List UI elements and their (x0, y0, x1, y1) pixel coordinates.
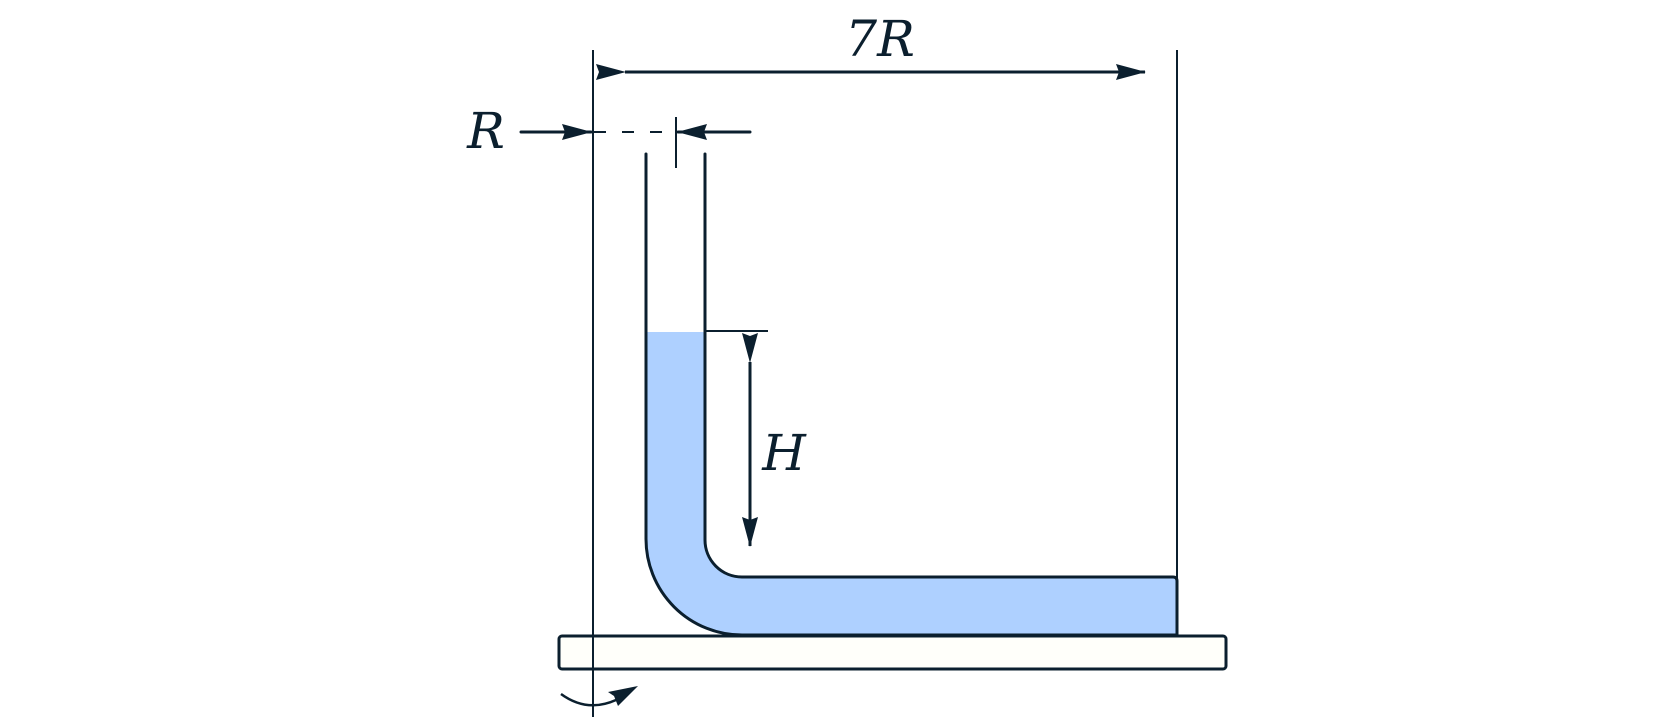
liquid-fill (646, 332, 1177, 635)
base-platform (557, 634, 1228, 671)
rotation-arrowhead-icon (608, 686, 638, 706)
width-label: 7R (845, 10, 914, 68)
tube-outer-wall (644, 152, 1179, 637)
rotation-direction-arc (560, 692, 617, 707)
height-label: H (761, 424, 807, 482)
radius-label: R (466, 102, 505, 160)
